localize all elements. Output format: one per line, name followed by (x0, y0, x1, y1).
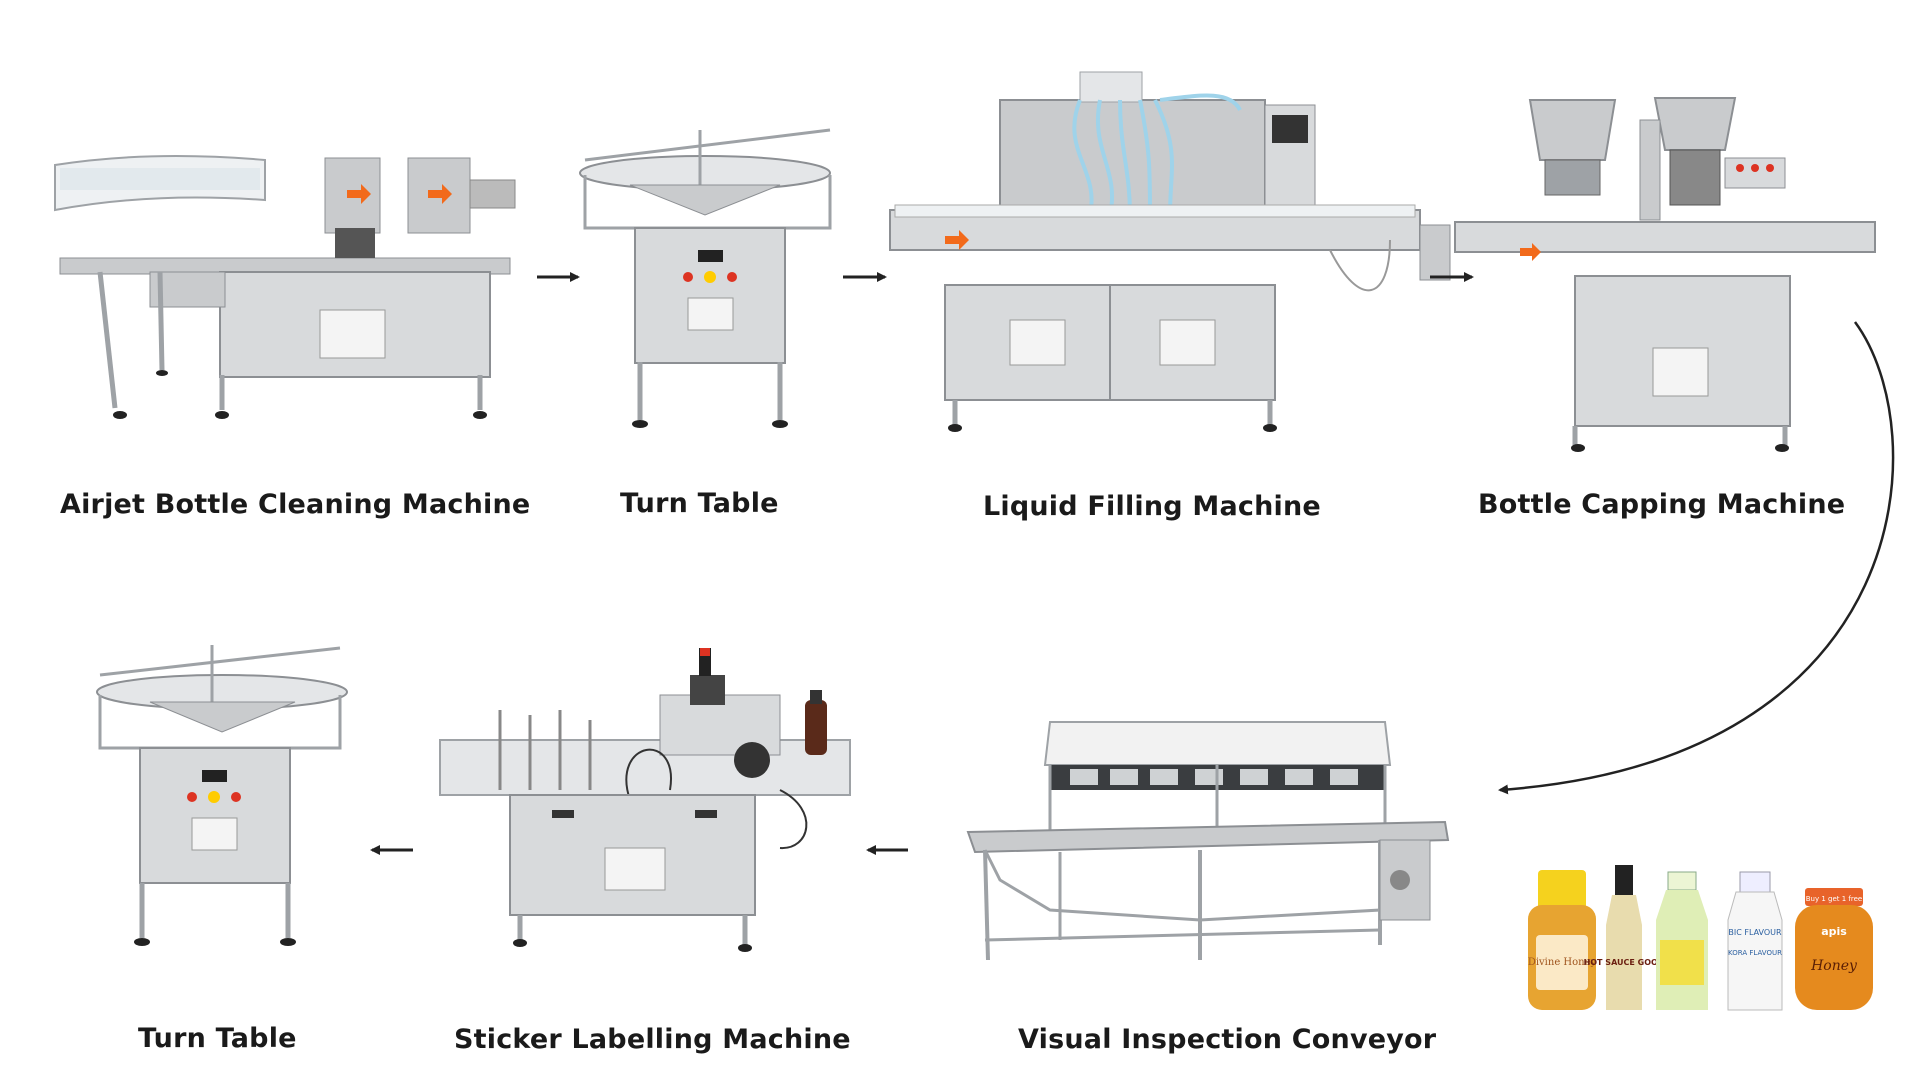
station-label-bottle-capping: Bottle Capping Machine (1478, 489, 1846, 520)
product-label-1: Divine Honey (1528, 957, 1597, 968)
product-badge: Buy 1 get 1 free (1806, 895, 1863, 903)
airjet-bottle-cleaning-machine-icon (54, 155, 516, 419)
product-brand: apis (1821, 925, 1847, 938)
station-label-airjet: Airjet Bottle Cleaning Machine (60, 489, 531, 520)
turn-table-icon (579, 128, 832, 428)
product-label-5: Honey (1810, 958, 1858, 974)
product-bottles-icon: Divine Honey HOT SAUCE GOOD BIC FLAVOUR … (1528, 865, 1873, 1011)
sticker-labelling-machine-icon (439, 648, 851, 952)
station-label-sticker-labelling: Sticker Labelling Machine (454, 1024, 851, 1055)
bottle-capping-machine-icon (1454, 97, 1876, 452)
turn-table-icon (96, 645, 348, 946)
product-label-2: HOT SAUCE GOOD (1584, 958, 1665, 967)
product-label-3: BIC FLAVOUR (1728, 928, 1782, 937)
station-label-turn-table-top: Turn Table (620, 488, 779, 519)
station-label-liquid-filling: Liquid Filling Machine (983, 491, 1321, 522)
liquid-filling-machine-icon (889, 71, 1451, 432)
product-label-4: KORA FLAVOUR (1728, 949, 1782, 957)
station-label-visual-inspection: Visual Inspection Conveyor (1018, 1024, 1437, 1055)
visual-inspection-conveyor-icon (966, 721, 1450, 961)
flow-arrow-curve (1498, 321, 1895, 795)
station-label-turn-table-bottom: Turn Table (138, 1023, 297, 1054)
